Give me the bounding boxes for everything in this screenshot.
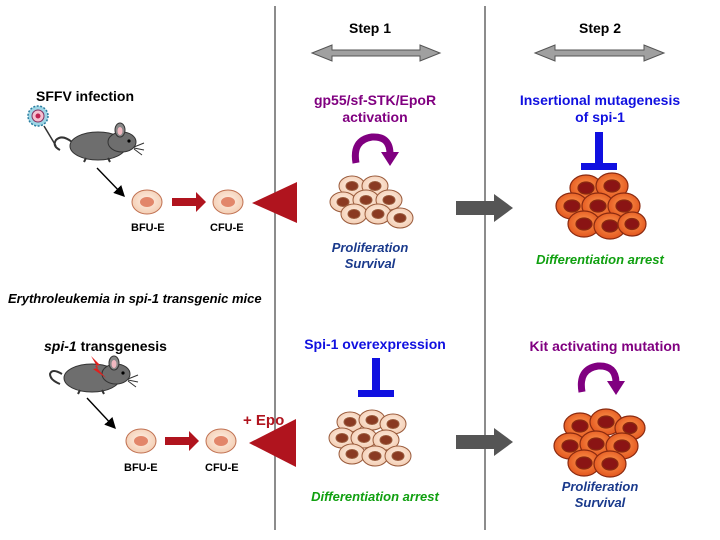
top-mouse-to-bfu-arrow xyxy=(96,167,125,198)
top-bfu-cell xyxy=(131,189,163,215)
step2-event-top-line1: Insertional mutagenesis xyxy=(519,92,681,108)
divider-left xyxy=(274,6,276,530)
bottom-cfu-cell xyxy=(205,428,237,454)
top-red-triangle xyxy=(252,182,297,223)
top-cfu-label: CFU-E xyxy=(210,222,244,234)
step1-outcome-top-line1: Proliferation xyxy=(331,240,409,255)
epo-label: + Epo xyxy=(243,412,285,429)
step2-outcome-top: Differentiation arrest xyxy=(536,252,664,267)
top-pale-cell-cluster xyxy=(329,175,414,229)
step1-header: Step 1 xyxy=(348,20,391,36)
bottom-pale-cell-cluster xyxy=(328,409,412,467)
step1-event-bottom: Spi-1 overexpression xyxy=(304,336,446,352)
bottom-step-transition-arrow xyxy=(456,428,513,456)
transgenic-mouse-icon xyxy=(48,355,139,395)
step2-outcome-bottom-line1: Proliferation xyxy=(561,479,639,494)
step2-event-bottom: Kit activating mutation xyxy=(529,338,681,354)
step1-event-top-line2: activation xyxy=(342,109,408,125)
bottom-red-triangle xyxy=(249,419,296,467)
top-purple-curved-arrow xyxy=(351,133,399,166)
step1-outcome-top-line2: Survival xyxy=(344,256,396,271)
bottom-bfu-label: BFU-E xyxy=(124,462,158,474)
bottom-purple-curved-arrow xyxy=(577,362,625,395)
step2-outcome-bottom-line2: Survival xyxy=(574,495,626,510)
bottom-bfu-cell xyxy=(125,428,157,454)
step1-event-top-line1: gp55/sf-STK/EpoR xyxy=(313,92,437,108)
top-bfu-to-cfu-arrow xyxy=(172,192,206,212)
top-blue-inhibition-icon xyxy=(581,132,617,170)
mouse-icon xyxy=(53,122,145,163)
step2-event-top-line2: of spi-1 xyxy=(575,109,625,125)
step1-outcome-top: Proliferation Survival xyxy=(300,240,440,272)
divider-right xyxy=(484,6,486,530)
lightning-icon xyxy=(91,356,106,378)
step2-event-top: Insertional mutagenesis of spi-1 xyxy=(505,92,695,126)
step2-header: Step 2 xyxy=(578,20,621,36)
bottom-cfu-label: CFU-E xyxy=(205,462,239,474)
top-step-transition-arrow xyxy=(456,194,513,222)
step1-double-arrow xyxy=(310,44,442,62)
step1-outcome-bottom: Differentiation arrest xyxy=(311,489,439,504)
transgenesis-label-rest: transgenesis xyxy=(76,338,167,354)
step1-event-top: gp55/sf-STK/EpoR activation xyxy=(290,92,460,126)
bottom-blue-inhibition-icon xyxy=(358,358,394,397)
bottom-mouse-to-bfu-arrow xyxy=(86,397,116,430)
transgenesis-label-italic: spi-1 xyxy=(44,338,77,354)
top-bfu-label: BFU-E xyxy=(131,222,165,234)
step2-double-arrow xyxy=(533,44,666,62)
virus-icon xyxy=(27,105,49,127)
sffv-infection-label: SFFV infection xyxy=(36,88,134,104)
section-title: Erythroleukemia in spi-1 transgenic mice xyxy=(8,291,262,306)
bottom-bfu-to-cfu-arrow xyxy=(165,431,199,451)
bottom-orange-cell-cluster xyxy=(553,408,646,478)
step2-outcome-bottom: Proliferation Survival xyxy=(530,479,670,511)
transgenesis-label: spi-1 transgenesis xyxy=(44,338,167,354)
top-cfu-cell xyxy=(212,189,244,215)
top-orange-cell-cluster xyxy=(555,172,647,240)
